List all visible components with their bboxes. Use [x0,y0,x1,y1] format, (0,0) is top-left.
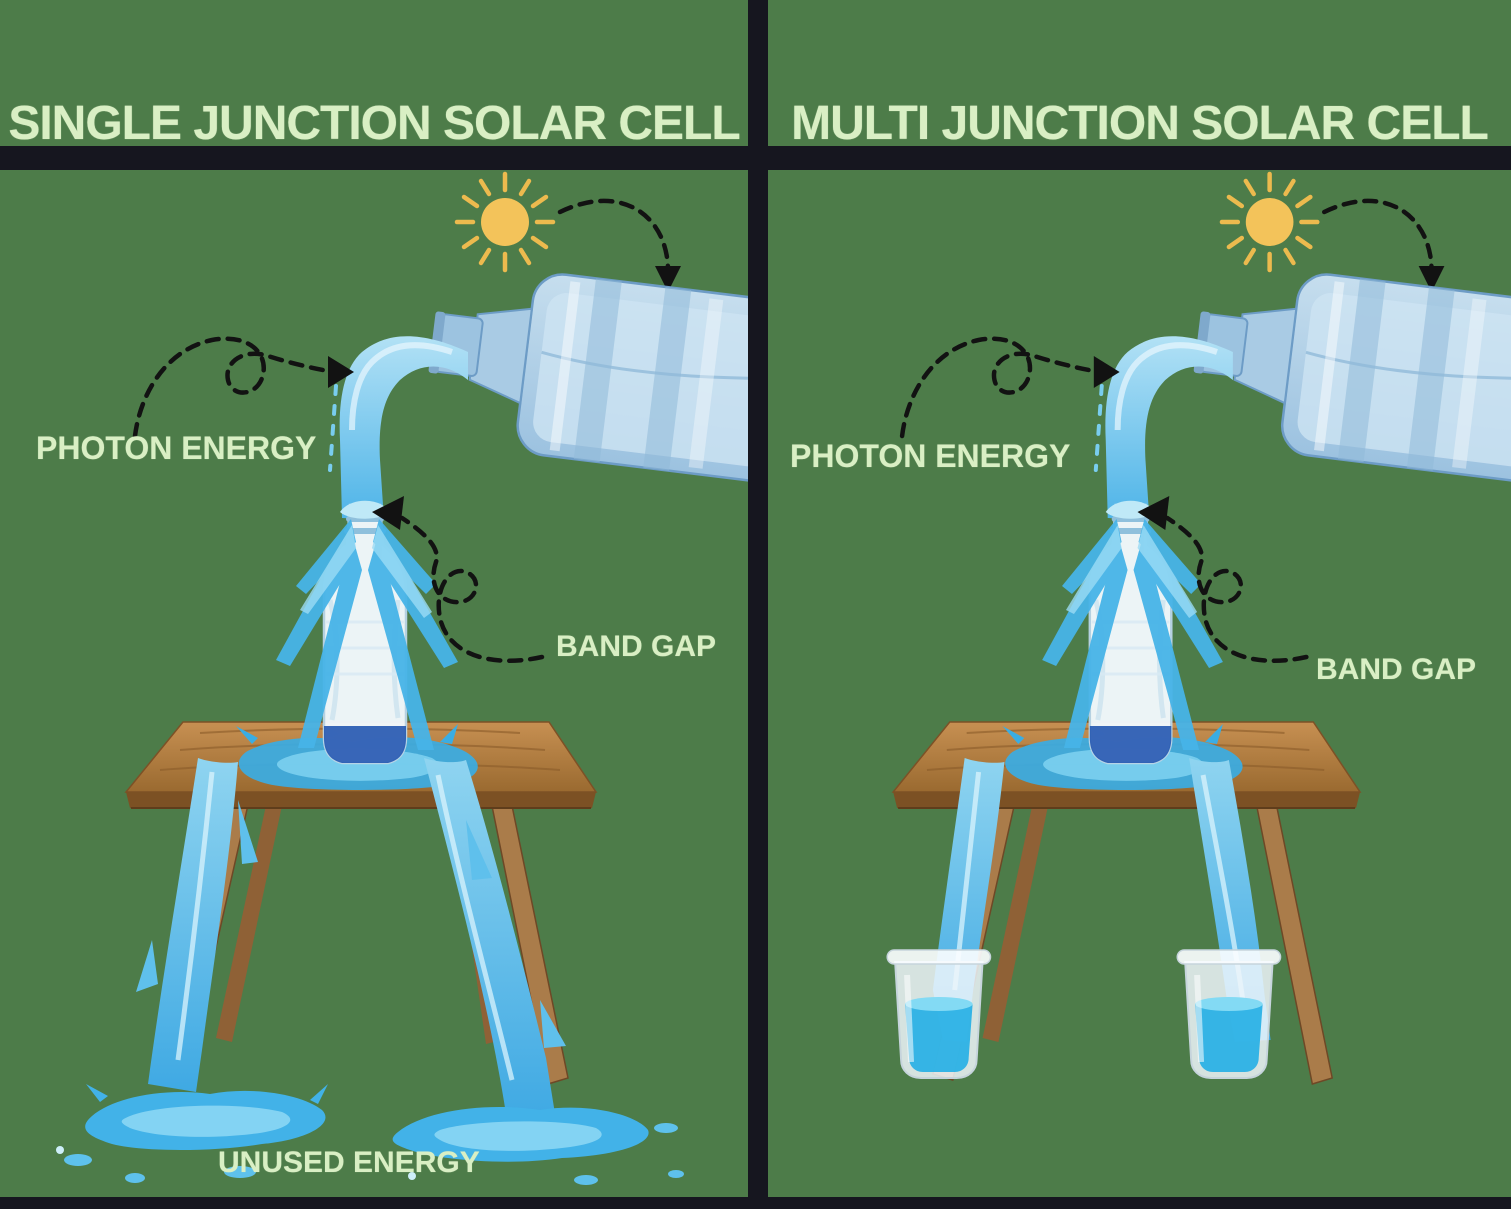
photon-energy-label: PHOTON ENERGY [790,438,1071,474]
multi-junction-title: MULTI JUNCTION SOLAR CELL [791,96,1489,150]
band-gap-label: BAND GAP [556,630,717,663]
unused-energy-label: UNUSED ENERGY [218,1146,480,1179]
bottom-frame-bar [0,1197,1511,1209]
band-gap-label: BAND GAP [1316,653,1477,686]
wasted-water-spill [56,758,684,1185]
single-junction-title: SINGLE JUNCTION SOLAR CELL [8,96,740,150]
solar-cell-scene [893,174,1511,1084]
panel-single-junction: SINGLE JUNCTION SOLAR CELL PHOTON ENERGY… [0,0,748,1209]
single-junction-illustration [0,0,748,1209]
solar-cell-scene [126,174,748,1084]
photon-energy-label: PHOTON ENERGY [36,430,317,466]
panel-multi-junction: MULTI JUNCTION SOLAR CELL PHOTON ENERGY … [768,0,1511,1209]
multi-junction-illustration [768,0,1511,1209]
horizontal-divider [0,146,1511,170]
vertical-divider [748,0,768,1209]
